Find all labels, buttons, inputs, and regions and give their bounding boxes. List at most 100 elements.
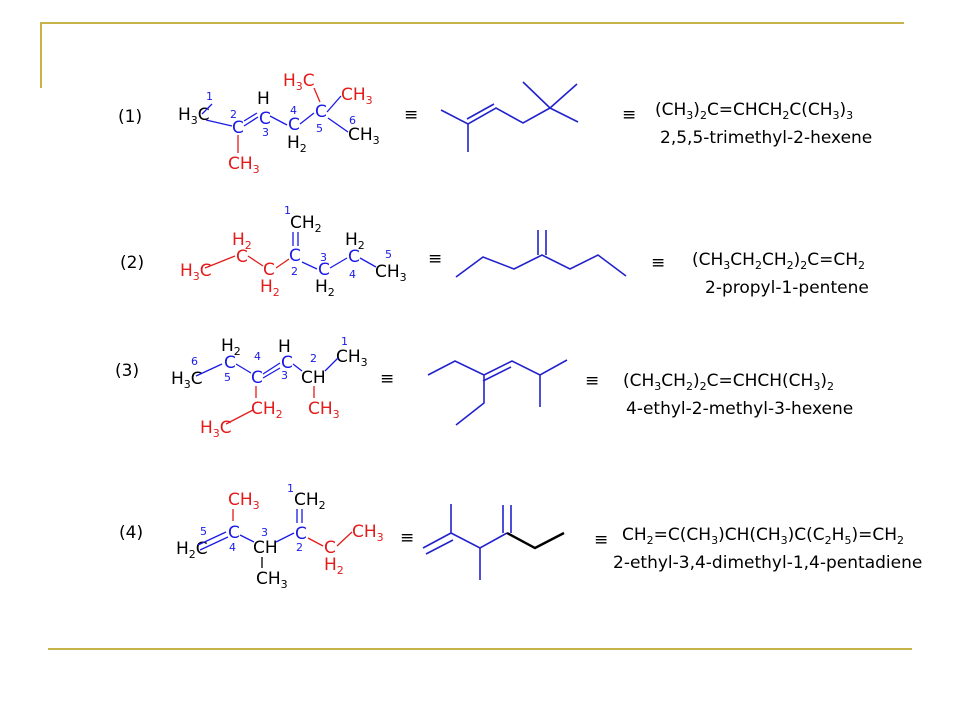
atom-label: CH <box>253 538 278 558</box>
locant: 4 <box>229 541 236 554</box>
locant: 5 <box>316 122 323 135</box>
locant: 4 <box>349 268 356 281</box>
locant: 2 <box>230 108 237 121</box>
atom-label: H <box>278 337 291 357</box>
atom-label: C <box>224 353 236 373</box>
atom-label: H3C <box>200 418 232 440</box>
atom-label: H2 <box>315 277 335 299</box>
atom-label: H2 <box>287 133 307 155</box>
atom-label: H2 <box>260 277 280 299</box>
locant: 1 <box>341 335 348 348</box>
locant: 1 <box>287 482 294 495</box>
locant: 5 <box>385 248 392 261</box>
atom-label: H2 <box>324 555 344 577</box>
atom-label: CH2 <box>251 399 283 421</box>
molecule-2-iupac-name: 2-propyl-1-pentene <box>705 278 869 298</box>
atom-label: CH <box>301 368 326 388</box>
atom-label: C <box>288 115 300 135</box>
molecule-2-skeletal-formula <box>455 230 627 278</box>
chain-bond <box>292 232 377 270</box>
equiv-symbol: ≡ <box>400 528 414 548</box>
atom-label: H <box>257 89 270 109</box>
equiv-symbol: ≡ <box>594 530 608 550</box>
atom-label: C <box>324 538 336 558</box>
locant: 2 <box>291 265 298 278</box>
atom-label: H3C <box>283 71 315 93</box>
chain-bond <box>195 357 339 379</box>
locant: 3 <box>261 526 268 539</box>
branch-bond <box>232 509 353 547</box>
locant: 2 <box>310 352 317 365</box>
molecule-3-skeletal-formula <box>427 359 568 426</box>
molecule-3-index: (3) <box>115 361 139 381</box>
molecule-2-index: (2) <box>120 253 144 273</box>
atom-label: C <box>232 118 244 138</box>
molecule-4-skeletal-ethyl <box>506 531 565 550</box>
locant: 4 <box>290 104 297 117</box>
atom-label: C <box>348 247 360 267</box>
atom-label: CH3 <box>375 262 407 284</box>
molecule-4-index: (4) <box>119 523 143 543</box>
atom-label: C <box>228 523 240 543</box>
atom-label: C <box>315 102 327 122</box>
molecule-4-skeletal-formula <box>422 504 512 580</box>
atom-label: H3C <box>178 105 210 127</box>
atom-label: H3C <box>180 261 212 283</box>
locant: 6 <box>191 355 198 368</box>
equiv-symbol: ≡ <box>585 371 599 391</box>
molecule-4-condensed-formula: CH2=C(CH3)CH(CH3)C(C2H5)=CH2 <box>622 525 904 547</box>
molecule-3-iupac-name: 4-ethyl-2-methyl-3-hexene <box>626 399 853 419</box>
molecule-3-condensed-formula: (CH3CH2)2C=CHCH(CH3)2 <box>623 371 834 393</box>
molecule-4: (4) 1 CH2 CH3 5 C 3 C CH3 H2C 4 CH 2 C H… <box>119 482 922 591</box>
atom-label: CH3 <box>348 125 380 147</box>
molecule-2-condensed-formula: (CH3CH2CH2)2C=CH2 <box>692 250 865 272</box>
chain-bond <box>197 509 303 551</box>
atom-label: CH3 <box>228 490 260 512</box>
equiv-symbol: ≡ <box>404 105 418 125</box>
locant: 2 <box>296 541 303 554</box>
locant: 1 <box>206 90 213 103</box>
locant: 5 <box>224 371 231 384</box>
molecule-3-structural-formula: 1 H2 H CH3 6 C 4 C 2 H3C 5 C 3 CH CH2 CH… <box>171 335 368 440</box>
atom-label: C <box>263 260 275 280</box>
atom-label: CH3 <box>308 399 340 421</box>
locant: 3 <box>262 126 269 139</box>
left-rule <box>40 22 42 88</box>
branch-bond <box>237 87 321 153</box>
atom-label: C <box>251 368 263 388</box>
atom-label: CH2 <box>290 213 322 235</box>
molecule-1: (1) H3C C H C C H2 C H3C CH3 CH3 CH3 1 2… <box>118 71 872 176</box>
locant: 6 <box>349 114 356 127</box>
atom-label: C <box>281 353 293 373</box>
equiv-symbol: ≡ <box>380 369 394 389</box>
molecule-3: (3) 1 H2 H CH3 6 C 4 C 2 H3C 5 C 3 CH CH… <box>115 335 853 440</box>
molecule-2: (2) 1 CH2 H2 C H3C C H2 C 2 C 3 H2 H2 C … <box>120 204 869 299</box>
top-rule <box>40 22 904 24</box>
chain-bond <box>201 95 349 133</box>
molecule-1-structural-formula: H3C C H C C H2 C H3C CH3 CH3 CH3 1 2 3 4… <box>178 71 380 176</box>
equiv-symbol: ≡ <box>651 253 665 273</box>
locant: 4 <box>254 350 261 363</box>
atom-label: C <box>295 524 307 544</box>
atom-label: CH3 <box>256 569 288 591</box>
molecule-2-structural-formula: 1 CH2 H2 C H3C C H2 C 2 C 3 H2 H2 C 4 5 … <box>180 204 407 299</box>
locant: 1 <box>284 204 291 217</box>
locant: 3 <box>320 251 327 264</box>
branch-bond <box>225 386 315 425</box>
atom-label: H3C <box>171 369 203 391</box>
molecule-1-index: (1) <box>118 107 142 127</box>
atom-label: C <box>259 109 271 129</box>
locant: 5 <box>200 525 207 538</box>
atom-label: CH3 <box>352 522 384 544</box>
atom-label: C <box>236 247 248 267</box>
branch-bond <box>204 255 290 269</box>
atom-label: CH3 <box>228 154 260 176</box>
equiv-symbol: ≡ <box>622 105 636 125</box>
bottom-rule <box>48 648 912 650</box>
atom-label: CH2 <box>294 490 326 512</box>
atom-label: CH3 <box>341 85 373 107</box>
atom-label: C <box>289 246 301 266</box>
atom-label: CH3 <box>336 347 368 369</box>
molecule-4-iupac-name: 2-ethyl-3,4-dimethyl-1,4-pentadiene <box>613 553 922 573</box>
